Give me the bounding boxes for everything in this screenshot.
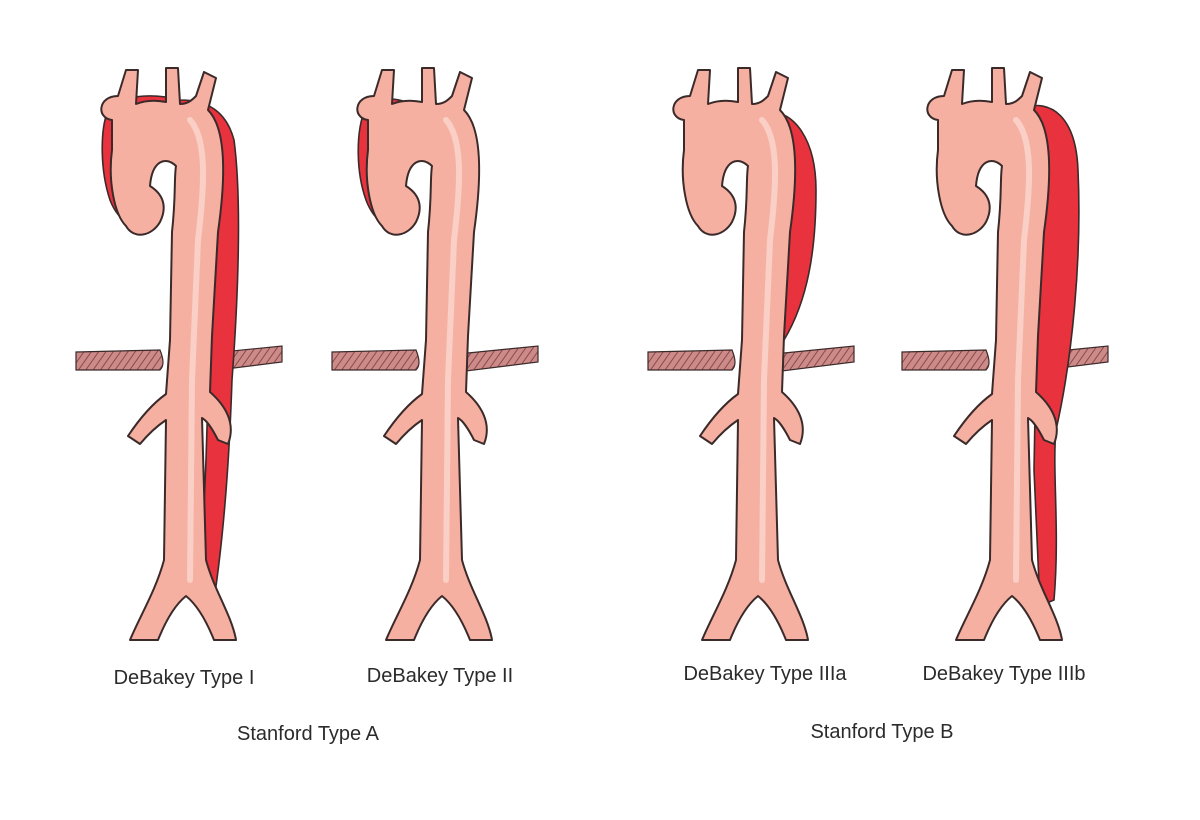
diaphragm-left bbox=[647, 349, 736, 371]
aorta-panel-type-3b bbox=[901, 67, 1109, 641]
label-debakey-type-2: DeBakey Type II bbox=[367, 665, 513, 687]
aorta-highlight bbox=[1013, 117, 1033, 583]
diaphragm-left bbox=[331, 349, 420, 371]
aorta-highlight bbox=[759, 117, 779, 583]
diaphragm-left bbox=[75, 349, 164, 371]
diaphragm-right bbox=[457, 345, 539, 373]
label-debakey-type-3a: DeBakey Type IIIa bbox=[683, 663, 847, 685]
aorta-highlight bbox=[443, 117, 463, 583]
diaphragm-right bbox=[773, 345, 855, 373]
aorta-panels bbox=[75, 67, 1109, 641]
aorta-panel-type-3a bbox=[647, 67, 855, 641]
aorta-panel-type-1 bbox=[75, 67, 283, 641]
label-stanford-type-b: Stanford Type B bbox=[810, 721, 953, 743]
aorta-panel-type-2 bbox=[331, 67, 539, 641]
aorta-highlight bbox=[187, 117, 207, 583]
diaphragm-left bbox=[901, 349, 990, 371]
label-debakey-type-3b: DeBakey Type IIIb bbox=[922, 663, 1085, 685]
label-stanford-type-a: Stanford Type A bbox=[237, 723, 380, 745]
label-debakey-type-1: DeBakey Type I bbox=[114, 667, 255, 689]
